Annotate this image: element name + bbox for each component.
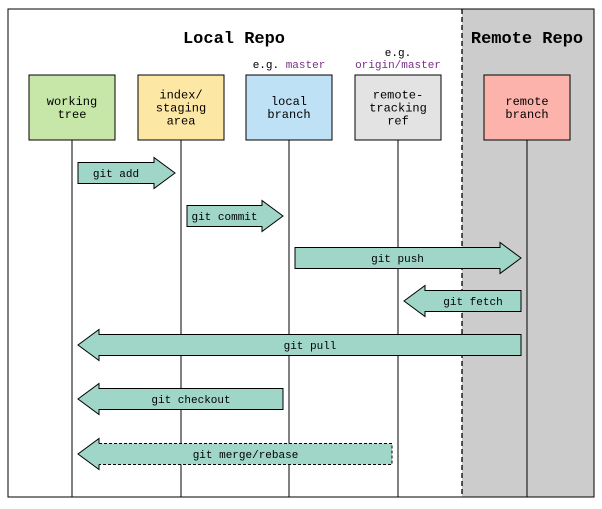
- remote-tracking-ref-eg-prefix: e.g.: [385, 48, 411, 60]
- git-add-arrow-shape: [77, 156, 176, 190]
- git-merge-rebase-arrow-head: [77, 437, 100, 471]
- working-tree-label: tree: [58, 108, 87, 122]
- arrow-git-merge-rebase: git merge/rebase: [77, 437, 393, 471]
- git-fetch-arrow-shape: [403, 284, 522, 318]
- git-checkout-arrow-shape: [77, 382, 284, 416]
- git-push-label: git push: [371, 254, 424, 266]
- git-pull-label: git pull: [284, 341, 337, 353]
- arrow-git-push: git push: [294, 241, 522, 275]
- git-merge-rebase-arrow-fill: [78, 438, 392, 470]
- git-commit-arrow-shape: [186, 199, 284, 233]
- local-repo-title: Local Repo: [183, 30, 285, 49]
- git-merge-rebase-arrow-shaft: [99, 443, 393, 465]
- local-branch-label: branch: [267, 108, 310, 122]
- remote-branch-label: branch: [505, 108, 548, 122]
- remote-tracking-ref-label: tracking: [369, 102, 427, 116]
- arrow-git-commit: git commit: [186, 199, 284, 233]
- local-branch-eg-prefix: e.g.: [253, 60, 286, 72]
- staging-area-label: area: [167, 115, 196, 129]
- git-commit-label: git commit: [191, 212, 257, 224]
- arrow-git-pull: git pull: [77, 328, 522, 362]
- column-headers: workingtreeindex/stagingarealocalbranche…: [28, 48, 571, 141]
- staging-area-label: staging: [156, 102, 206, 116]
- local-branch-box: [245, 74, 333, 141]
- git-checkout-label: git checkout: [151, 395, 230, 407]
- git-pull-arrow-shape: [77, 328, 522, 362]
- git-merge-rebase-label: git merge/rebase: [193, 450, 299, 462]
- arrow-git-checkout: git checkout: [77, 382, 284, 416]
- local-branch-label: local: [271, 95, 307, 109]
- git-push-arrow-shape: [294, 241, 522, 275]
- remote-tracking-ref-eg-ref: origin/master: [355, 60, 441, 72]
- lifelines: [71, 140, 528, 497]
- arrow-git-add: git add: [77, 156, 176, 190]
- local-branch-eg: e.g. master: [253, 60, 326, 72]
- git-fetch-label: git fetch: [443, 297, 502, 309]
- arrow-git-fetch: git fetch: [403, 284, 522, 318]
- local-branch-eg-ref: master: [286, 60, 326, 72]
- remote-branch-box: [483, 74, 571, 141]
- working-tree-box: [28, 74, 116, 141]
- remote-tracking-ref-label: remote-: [373, 89, 423, 103]
- working-tree-label: working: [47, 95, 97, 109]
- remote-repo-title: Remote Repo: [471, 30, 583, 49]
- remote-tracking-ref-box: [354, 74, 442, 141]
- git-add-label: git add: [93, 169, 139, 181]
- diagram-border: [7, 8, 595, 498]
- staging-area-label: index/: [159, 89, 202, 103]
- remote-branch-label: remote: [505, 95, 548, 109]
- command-arrows: git add git commit git push git fetch git pu…: [77, 156, 522, 471]
- staging-area-box: [137, 74, 225, 141]
- remote-tracking-ref-label: ref: [387, 115, 409, 129]
